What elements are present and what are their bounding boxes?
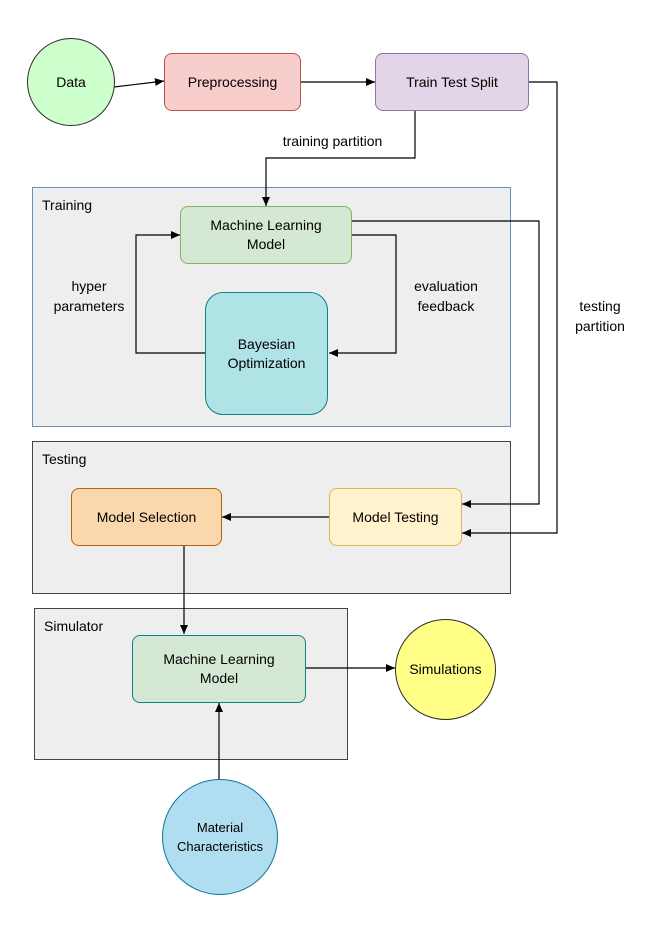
hyper-parameters-label: hyper parameters: [44, 276, 134, 316]
preprocessing-label: Preprocessing: [187, 73, 278, 90]
model-selection-label: Model Selection: [96, 508, 197, 525]
evaluation-feedback-line1: evaluation: [414, 278, 478, 294]
edge-split-to-model-testing: [462, 81, 558, 537]
material-line1: Material: [196, 820, 244, 835]
ml-model-simulator-line1: Machine Learning: [163, 651, 275, 667]
data-label: Data: [56, 73, 86, 90]
ml-model-training-line1: Machine Learning: [210, 217, 322, 233]
bayesian-line2: Optimization: [227, 354, 306, 371]
edge-ml-to-bayes-evaluation: [329, 234, 397, 357]
edge-ml-to-model-testing: [352, 220, 540, 508]
simulator-group-title: Simulator: [44, 618, 104, 634]
model-selection-node: Model Selection: [71, 488, 222, 546]
ml-model-simulator-line2: Model: [199, 670, 239, 686]
edge-split-to-ml-training: [262, 111, 416, 206]
preprocessing-node: Preprocessing: [164, 53, 301, 111]
bayesian-line1: Bayesian: [237, 335, 296, 352]
testing-group-title: Testing: [42, 451, 87, 467]
hyper-parameters-line2: parameters: [53, 298, 125, 314]
testing-partition-label: testing partition: [560, 296, 640, 336]
simulations-node: Simulations: [395, 619, 496, 720]
train-test-split-label: Train Test Split: [406, 73, 498, 90]
data-node: Data: [27, 38, 115, 126]
testing-partition-line2: partition: [575, 318, 625, 334]
ml-model-simulator-node: Machine Learning Model: [132, 635, 306, 703]
ml-model-training-line2: Model: [246, 236, 286, 252]
edge-data-to-preprocessing: [113, 78, 165, 88]
ml-model-training-node: Machine Learning Model: [180, 206, 352, 264]
testing-partition-line1: testing: [579, 298, 621, 314]
material-characteristics-node: Material Characteristics: [162, 779, 278, 895]
evaluation-feedback-label: evaluation feedback: [404, 276, 488, 316]
hyper-parameters-line1: hyper: [71, 278, 107, 294]
model-testing-node: Model Testing: [329, 488, 462, 546]
training-partition-text: training partition: [282, 133, 383, 149]
training-partition-label: training partition: [270, 131, 395, 151]
model-testing-label: Model Testing: [352, 508, 439, 525]
material-line2: Characteristics: [177, 839, 263, 854]
train-test-split-node: Train Test Split: [375, 53, 529, 111]
simulations-label: Simulations: [409, 661, 482, 677]
training-group-title: Training: [42, 197, 93, 213]
bayesian-optimization-node: Bayesian Optimization: [205, 292, 328, 415]
edge-bayes-to-ml-hyperparameters: [135, 231, 205, 354]
evaluation-feedback-line2: feedback: [417, 298, 475, 314]
